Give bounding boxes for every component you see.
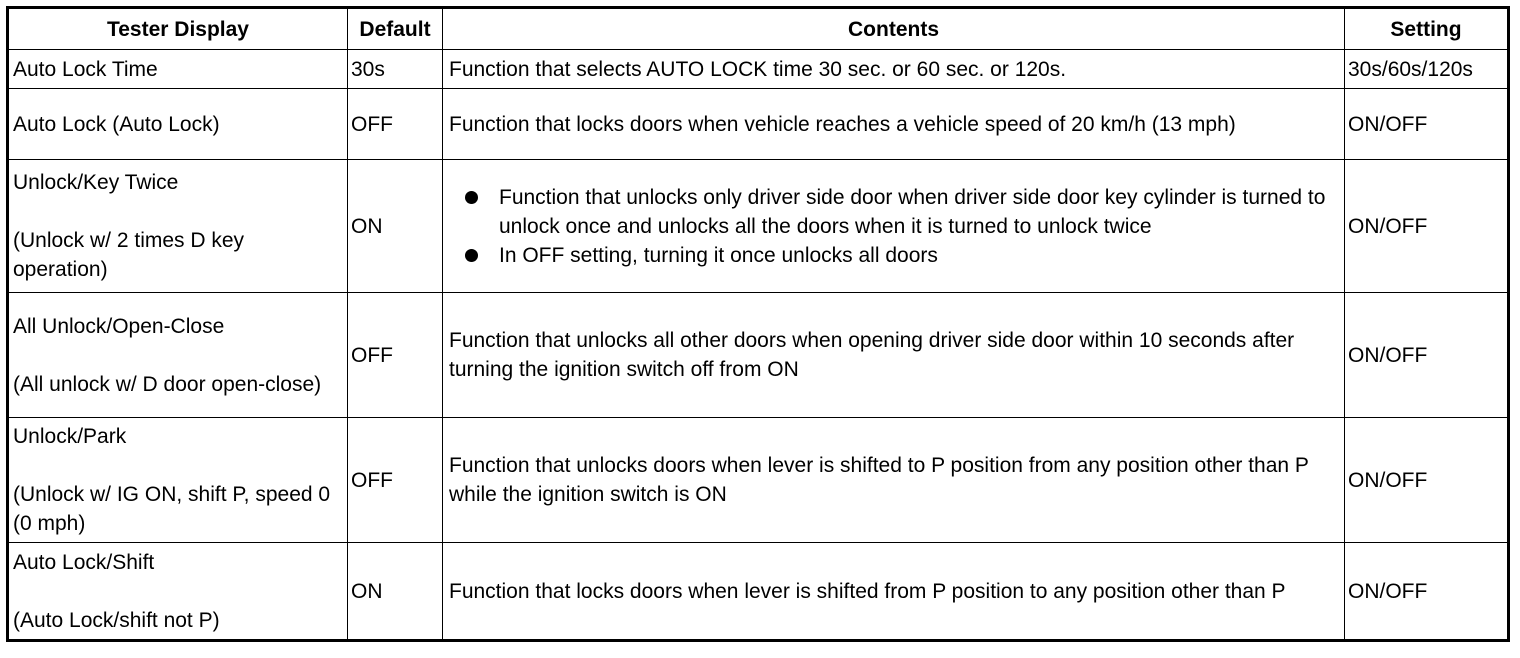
table-row: Auto Lock (Auto Lock) OFF Function that … xyxy=(7,88,1509,160)
cell-contents: Function that locks doors when vehicle r… xyxy=(442,88,1345,160)
customize-function-table: Tester Display Default Contents Setting … xyxy=(6,6,1510,642)
tester-display-description: (Unlock w/ 2 times D key operation) xyxy=(13,229,245,281)
cell-default: ON xyxy=(347,159,443,293)
cell-setting: ON/OFF xyxy=(1344,88,1509,160)
cell-default: ON xyxy=(347,542,443,641)
list-item-text: In OFF setting, turning it once unlocks … xyxy=(499,243,938,267)
cell-setting: ON/OFF xyxy=(1344,542,1509,641)
tester-display-name: Unlock/Key Twice xyxy=(13,171,179,194)
tester-display-description: (Unlock w/ IG ON, shift P, speed 0 (0 mp… xyxy=(13,483,331,535)
header-tester-display: Tester Display xyxy=(7,7,348,50)
tester-display-name: Unlock/Park xyxy=(13,425,127,448)
tester-display-name: All Unlock/Open-Close xyxy=(13,314,225,338)
customize-table-container: Tester Display Default Contents Setting … xyxy=(6,6,1510,642)
cell-default: 30s xyxy=(347,49,443,89)
cell-default: OFF xyxy=(347,88,443,160)
spacer xyxy=(13,197,342,226)
header-setting: Setting xyxy=(1344,7,1509,50)
cell-setting: 30s/60s/120s xyxy=(1344,49,1509,89)
cell-tester-display: Auto Lock/Shift (Auto Lock/shift not P) xyxy=(7,542,348,641)
tester-display-description: (Auto Lock/shift not P) xyxy=(13,608,220,632)
header-contents: Contents xyxy=(442,7,1345,50)
cell-contents: Function that unlocks only driver side d… xyxy=(442,159,1345,293)
table-header-row: Tester Display Default Contents Setting xyxy=(7,7,1509,50)
tester-display-name: Auto Lock/Shift xyxy=(13,550,155,574)
cell-tester-display: Unlock/Key Twice (Unlock w/ 2 times D ke… xyxy=(7,159,348,293)
cell-setting: ON/OFF xyxy=(1344,417,1509,543)
tester-display-description: (All unlock w/ D door open-close) xyxy=(13,372,322,396)
cell-contents: Function that locks doors when lever is … xyxy=(442,542,1345,641)
table-row: Unlock/Key Twice (Unlock w/ 2 times D ke… xyxy=(7,159,1509,293)
cell-setting: ON/OFF xyxy=(1344,292,1509,418)
table-row: Auto Lock Time 30s Function that selects… xyxy=(7,49,1509,89)
spacer xyxy=(13,341,342,370)
list-item: In OFF setting, turning it once unlocks … xyxy=(465,241,1339,270)
contents-bullet-list: Function that unlocks only driver side d… xyxy=(449,183,1339,270)
cell-contents: Function that selects AUTO LOCK time 30 … xyxy=(442,49,1345,89)
table-row: Auto Lock/Shift (Auto Lock/shift not P) … xyxy=(7,542,1509,641)
table-row: All Unlock/Open-Close (All unlock w/ D d… xyxy=(7,292,1509,418)
cell-contents: Function that unlocks doors when lever i… xyxy=(442,417,1345,543)
cell-contents: Function that unlocks all other doors wh… xyxy=(442,292,1345,418)
bullet-icon xyxy=(465,190,478,204)
cell-default: OFF xyxy=(347,417,443,543)
list-item-text: Function that unlocks only driver side d… xyxy=(499,185,1326,238)
cell-default: OFF xyxy=(347,292,443,418)
cell-tester-display: Auto Lock Time xyxy=(7,49,348,89)
header-default: Default xyxy=(347,7,443,50)
list-item: Function that unlocks only driver side d… xyxy=(465,183,1339,241)
bullet-icon xyxy=(465,248,478,262)
table-row: Unlock/Park (Unlock w/ IG ON, shift P, s… xyxy=(7,417,1509,543)
spacer xyxy=(13,451,342,480)
spacer xyxy=(13,577,342,606)
cell-tester-display: Auto Lock (Auto Lock) xyxy=(7,88,348,160)
cell-tester-display: Unlock/Park (Unlock w/ IG ON, shift P, s… xyxy=(7,417,348,543)
cell-tester-display: All Unlock/Open-Close (All unlock w/ D d… xyxy=(7,292,348,418)
cell-setting: ON/OFF xyxy=(1344,159,1509,293)
